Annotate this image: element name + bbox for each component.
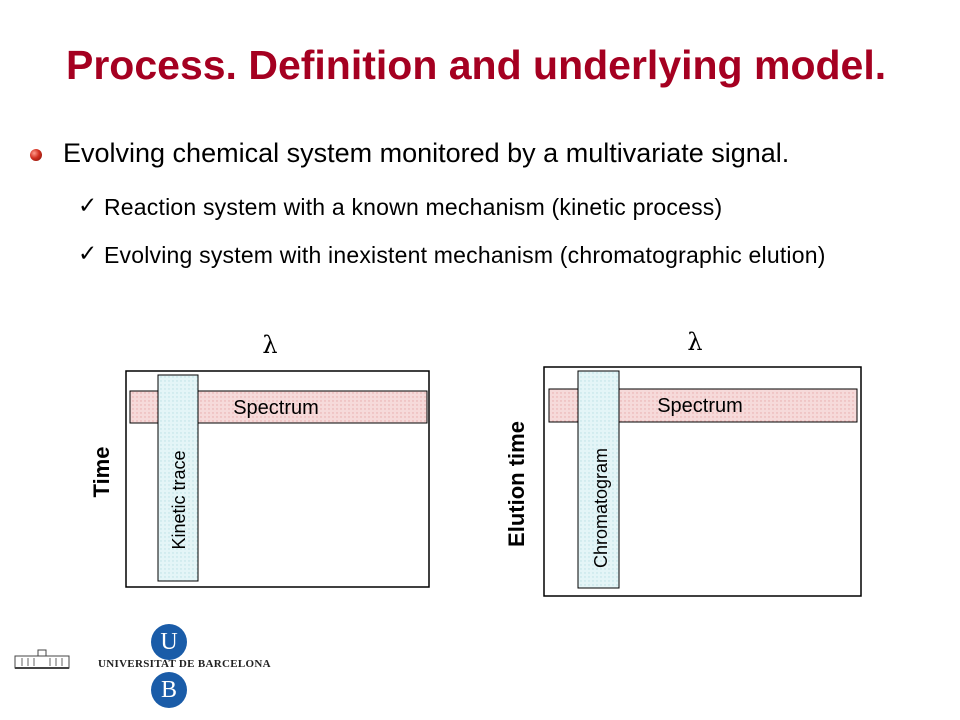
process-diagrams: λ Spectrum Kinetic trace Time λ Spectrum…	[89, 328, 862, 597]
sub-bullet-text: Evolving system with inexistent mechanis…	[104, 242, 826, 268]
wavelength-label: λ	[687, 328, 702, 356]
sub-bullet-text: Reaction system with a known mechanism (…	[104, 194, 723, 220]
logo-text: UNIVERSITAT DE BARCELONA	[98, 658, 271, 670]
checkmark-icon: ✓	[78, 240, 98, 266]
chromatogram-column	[577, 370, 620, 589]
kinetic-trace-column	[157, 374, 199, 582]
spectrum-label: Spectrum	[657, 395, 743, 417]
elution-time-axis-label: Elution time	[504, 421, 529, 547]
logo-badge-b: B	[151, 672, 187, 708]
checkmark-icon: ✓	[78, 192, 98, 218]
main-bullet-text: Evolving chemical system monitored by a …	[63, 138, 790, 168]
university-logo: U UNIVERSITAT DE BARCELONA B	[14, 620, 271, 710]
logo-badge-u: U	[151, 624, 187, 660]
bullet-icon	[30, 149, 42, 161]
spectrum-label: Spectrum	[233, 397, 319, 419]
kinetic-diagram: λ Spectrum Kinetic trace Time	[89, 331, 430, 588]
main-bullet: Evolving chemical system monitored by a …	[30, 138, 789, 169]
slide-title: Process. Definition and underlying model…	[66, 42, 887, 88]
time-axis-label: Time	[89, 447, 114, 498]
sub-bullet-elution: ✓ Evolving system with inexistent mechan…	[78, 238, 908, 272]
chromatography-diagram: λ Spectrum Chromatogram Elution time	[504, 328, 862, 597]
sub-bullet-kinetic: ✓ Reaction system with a known mechanism…	[78, 190, 722, 224]
building-icon	[14, 649, 70, 669]
kinetic-trace-label: Kinetic trace	[169, 450, 189, 549]
chromatogram-label: Chromatogram	[591, 448, 611, 568]
wavelength-label: λ	[262, 331, 277, 359]
